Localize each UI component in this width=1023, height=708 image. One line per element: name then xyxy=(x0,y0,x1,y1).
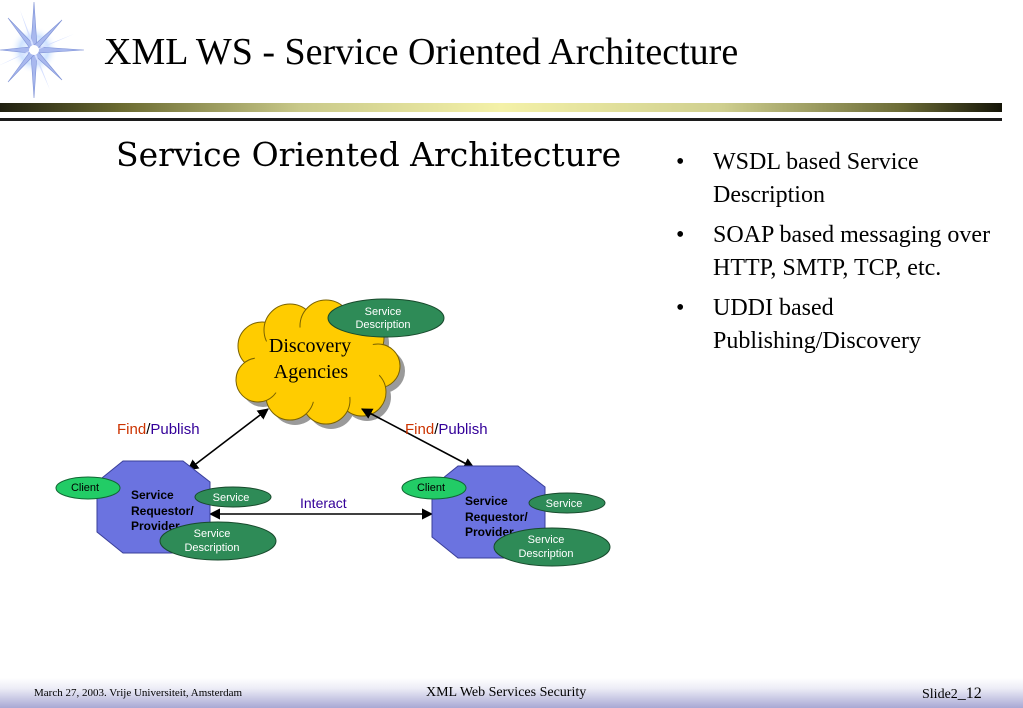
right-link-label: Find/Publish xyxy=(405,421,488,438)
title-gradient-bar xyxy=(0,103,1002,112)
right-node-line1: Service xyxy=(465,494,508,508)
left-node-line2: Requestor/ xyxy=(131,504,194,518)
footer-title: XML Web Services Security xyxy=(426,685,587,700)
footer-band xyxy=(0,678,1023,708)
slide-number: Slide2_12 xyxy=(922,685,982,703)
right-find-label: Find xyxy=(405,421,434,438)
right-slash-label: / xyxy=(434,421,439,438)
bullet-item: • WSDL based Service Description xyxy=(676,146,996,212)
left-description-line1: Service xyxy=(194,528,231,540)
bullet-marker: • xyxy=(676,149,685,175)
footer-date: March 27, 2003. Vrije Universiteit, Amst… xyxy=(34,687,243,699)
bullet-item: • UDDI based Publishing/Discovery xyxy=(676,292,996,358)
slide-title: XML WS - Service Oriented Architecture xyxy=(104,31,739,73)
bullet-marker: • xyxy=(676,295,685,321)
right-description-line1: Service xyxy=(528,534,565,546)
slide-number-prefix: Slide2 xyxy=(922,687,958,702)
right-node-line2: Requestor/ xyxy=(465,510,528,524)
right-service-badge xyxy=(528,492,606,514)
left-slash-label: / xyxy=(146,421,151,438)
interact-label: Interact xyxy=(300,495,347,511)
right-service-label: Service xyxy=(546,498,583,510)
title-rule xyxy=(0,118,1002,121)
bullet-text: WSDL based Service Description xyxy=(713,149,919,208)
cloud-description-badge xyxy=(327,298,445,338)
left-client-badge xyxy=(55,476,121,500)
cloud-badge-line1: Service xyxy=(365,306,402,318)
bullet-text: SOAP based messaging over HTTP, SMTP, TC… xyxy=(713,222,991,281)
cloud-badge-line2: Description xyxy=(355,319,410,331)
left-link-label: Find/Publish xyxy=(117,421,200,438)
cloud-label-line2: Agencies xyxy=(274,361,349,383)
left-service-badge xyxy=(194,486,272,508)
right-client-badge xyxy=(401,476,467,500)
cloud-label-line1: Discovery xyxy=(269,335,351,357)
right-description-badge xyxy=(493,527,611,567)
left-description-line2: Description xyxy=(184,542,239,554)
bullet-item: • SOAP based messaging over HTTP, SMTP, … xyxy=(676,219,996,285)
diagram-heading: Service Oriented Architecture xyxy=(116,135,621,174)
left-find-label: Find xyxy=(117,421,146,438)
left-service-label: Service xyxy=(213,492,250,504)
right-publish-label: Publish xyxy=(438,421,487,438)
slide-number-suffix: _12 xyxy=(957,685,982,702)
left-publish-label: Publish xyxy=(150,421,199,438)
bullet-marker: • xyxy=(676,222,685,248)
left-description-badge xyxy=(159,521,277,561)
soa-diagram: Service Oriented Architecture Discovery … xyxy=(55,135,621,567)
bullet-text: UDDI based Publishing/Discovery xyxy=(713,295,921,354)
starburst-icon xyxy=(0,1,85,99)
left-find-publish-arrow xyxy=(187,408,269,471)
right-find-publish-arrow xyxy=(361,408,475,469)
left-node-line1: Service xyxy=(131,488,174,502)
right-description-line2: Description xyxy=(518,548,573,560)
bullet-list: • WSDL based Service Description • SOAP … xyxy=(676,146,996,365)
right-node-line3: Provider xyxy=(465,525,514,539)
left-client-label: Client xyxy=(71,482,99,494)
right-client-label: Client xyxy=(417,482,445,494)
left-node-line3: Provider xyxy=(131,519,180,533)
